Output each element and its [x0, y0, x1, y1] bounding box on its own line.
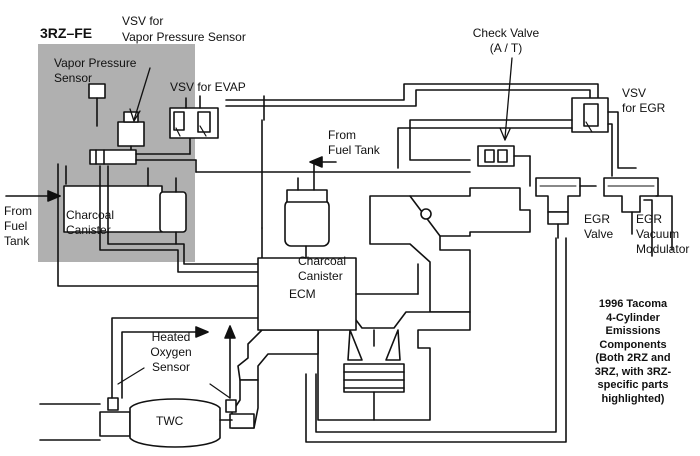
caption-line: (Both 2RZ and [595, 352, 671, 364]
vsv-vapor-pressure-label-line1: VSV for [122, 14, 164, 28]
charcoal-canister-left-icon [63, 165, 187, 245]
charcoal-canister-mid-label-line1: Charcoal [298, 254, 347, 268]
caption-line: specific parts [597, 379, 669, 391]
check-valve-icon [477, 145, 515, 167]
from-fuel-tank-mid-label-line2: Fuel Tank [328, 143, 380, 157]
caption-line: 3RZ, with 3RZ- [594, 365, 672, 378]
charcoal-canister-left-label-line2: Canister [66, 223, 111, 237]
vsv-egr-label-line1: VSV [622, 86, 647, 100]
heated-oxygen-sensor-label-line1: Heated [151, 330, 191, 344]
caption-line: 1996 Tacoma [598, 298, 668, 310]
connector-block [89, 149, 137, 165]
arrow-right-icon [47, 190, 61, 202]
vsv-evap-label: VSV for EVAP [170, 80, 246, 94]
from-fuel-tank-left-label-line3: Tank [4, 234, 30, 248]
heated-oxygen-sensor-label-line3: Sensor [151, 360, 191, 374]
egr-modulator-label-line1: EGR [636, 212, 663, 226]
egr-modulator-label-line3: Modulator [636, 242, 690, 256]
vsv-egr-icon [571, 97, 609, 133]
arrow-left-icon [309, 156, 323, 168]
heated-oxygen-sensor-label-line2: Oxygen [150, 345, 192, 359]
charcoal-canister-mid-icon [284, 161, 330, 259]
caption-line: Emissions [605, 325, 661, 337]
charcoal-canister-mid-label-line2: Canister [298, 269, 343, 283]
engine-cylinder-icon [317, 311, 471, 421]
charcoal-canister-left-label-line1: Charcoal [66, 208, 115, 222]
ecm-label: ECM [289, 287, 316, 301]
egr-valve-label-line2: Valve [584, 227, 614, 241]
from-fuel-tank-left-label-line1: From [4, 204, 32, 218]
caption-line: highlighted) [601, 392, 665, 405]
vapor-pressure-sensor-label-line1: Vapor Pressure [54, 56, 137, 70]
check-valve-label-line1: Check Valve [472, 26, 540, 40]
caption-line: Components [599, 338, 667, 351]
vapor-pressure-sensor-icon [88, 83, 106, 127]
twc-label: TWC [156, 414, 184, 428]
arrow-right-icon-2 [195, 326, 209, 338]
caption-line: 4-Cylinder [606, 311, 660, 324]
twc-icon [129, 398, 233, 448]
oxygen-sensor-icon [107, 397, 237, 413]
caption-note: 1996 Tacoma 4-Cylinder Emissions Compone… [578, 298, 688, 406]
vsv-vapor-pressure-label-line2: Vapor Pressure Sensor [122, 30, 246, 44]
egr-valve-icon [535, 177, 581, 239]
from-fuel-tank-mid-label-line1: From [328, 128, 356, 142]
egr-vacuum-modulator-icon [603, 177, 659, 235]
from-fuel-tank-left-label-line2: Fuel [4, 219, 28, 233]
intake-manifold-icon [369, 187, 531, 313]
vsv-egr-label-line2: for EGR [622, 101, 666, 115]
egr-modulator-label-line2: Vacuum [636, 227, 680, 241]
engine-code-label: 3RZ–FE [40, 25, 93, 41]
vsv-evap-icon [169, 107, 219, 139]
vapor-pressure-sensor-label-line2: Sensor [54, 71, 93, 85]
arrow-up-icon [224, 325, 236, 339]
egr-valve-label-line1: EGR [584, 212, 611, 226]
check-valve-label-line2: (A / T) [489, 41, 523, 55]
